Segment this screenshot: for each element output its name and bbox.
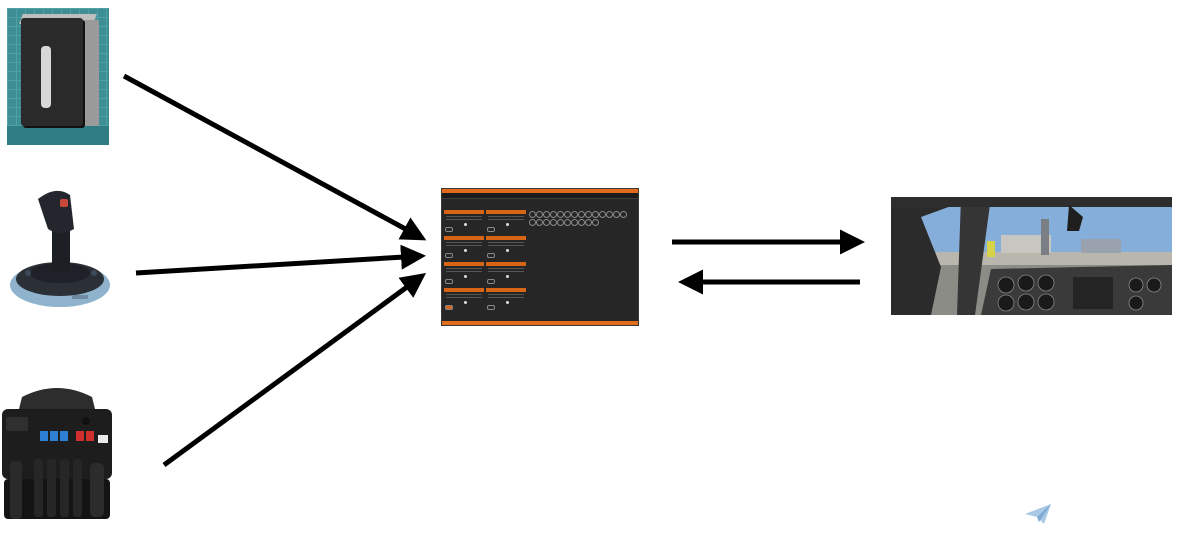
arrow-lever-to-app (122, 73, 427, 241)
axis-card (444, 210, 484, 233)
arrow-throttle-to-app (162, 273, 427, 468)
app-title-bar (442, 189, 638, 193)
axis-card (444, 236, 484, 259)
axis-card (444, 262, 484, 285)
mapping-software-window (441, 188, 639, 326)
axis-card (486, 210, 526, 233)
joystick-photo (10, 190, 110, 307)
app-menu-bar (442, 193, 638, 199)
paper-plane-icon (1025, 504, 1051, 524)
axis-card (444, 288, 484, 311)
arrow-joystick-to-app (135, 244, 426, 276)
axis-card (486, 288, 526, 311)
axis-card (486, 236, 526, 259)
flight-simulator-screenshot (891, 197, 1172, 315)
axis-card (486, 262, 526, 285)
throttle-quadrant-photo (2, 388, 112, 519)
app-status-bar (442, 321, 638, 325)
lever-box-photo (7, 8, 109, 145)
